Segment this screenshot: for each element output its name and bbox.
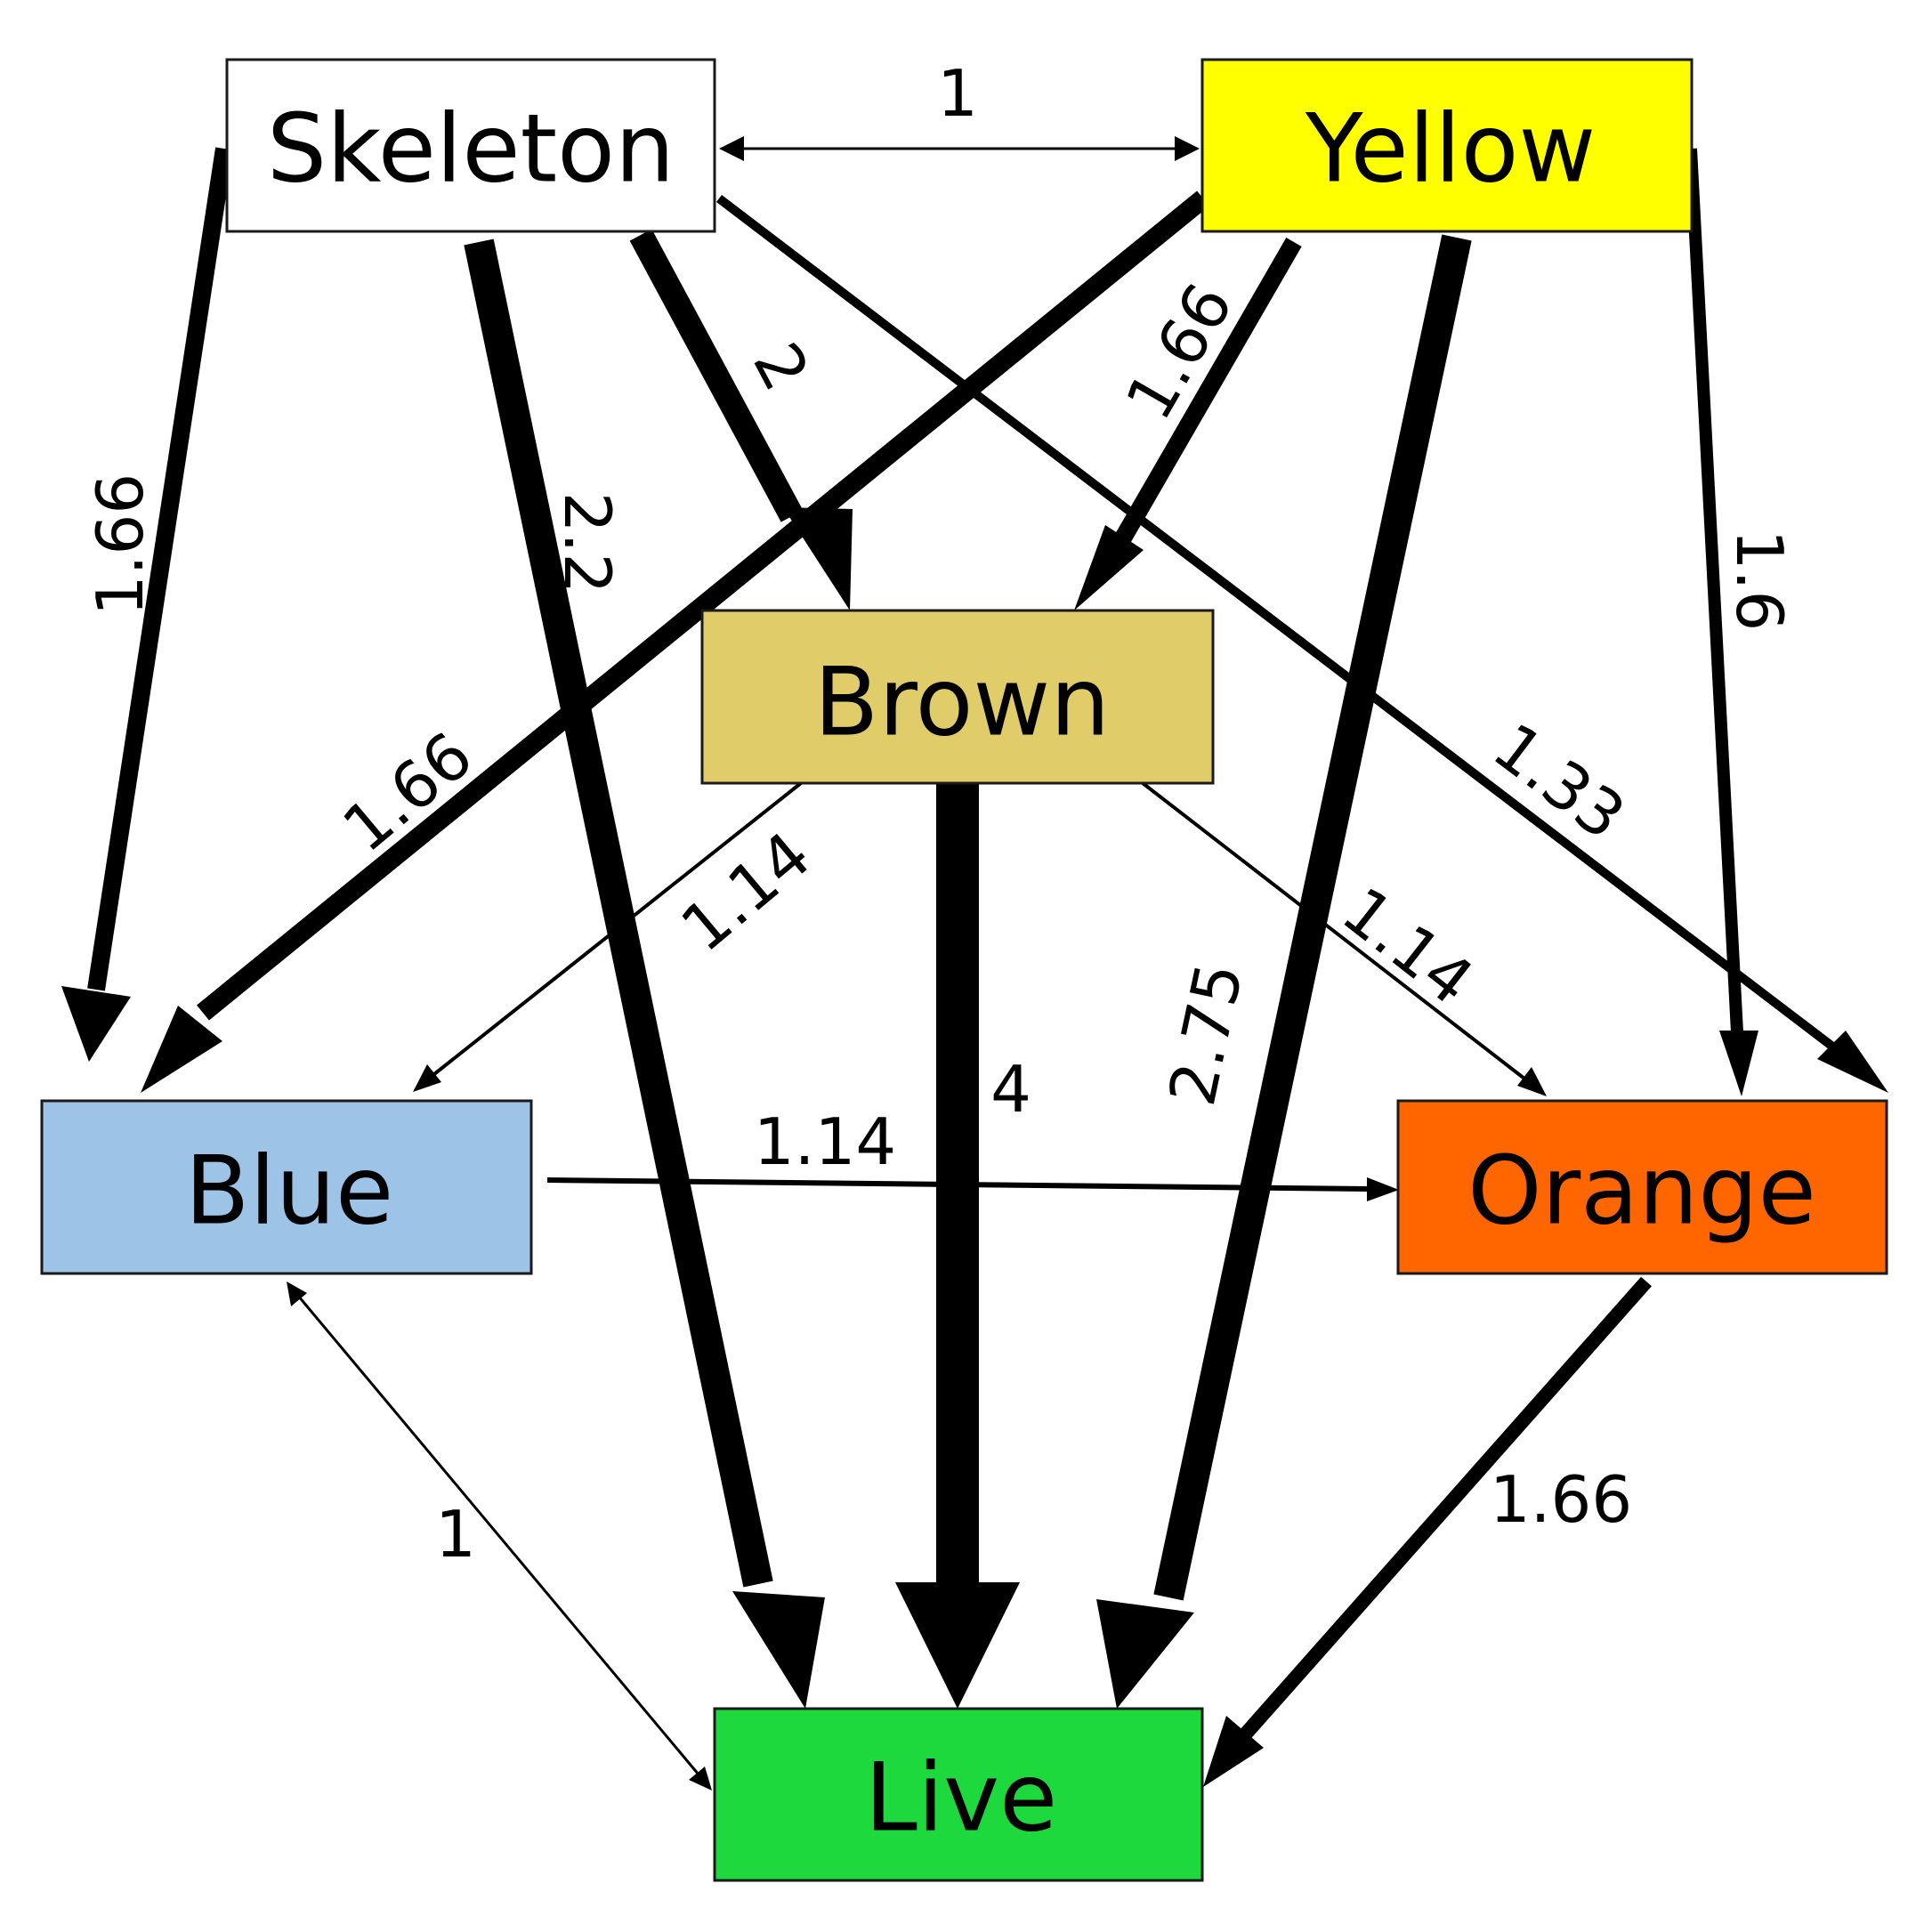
edge-brown-orange [1141,781,1547,1096]
node-yellow: Yellow [1200,58,1694,233]
edge-label-skeleton-live: 2.2 [550,492,625,594]
edge-yellow-live [1096,234,1472,1709]
node-blue: Blue [40,1099,533,1275]
edge-label-yellow-live: 2.75 [1154,957,1257,1112]
edge-brown-live [895,783,1020,1709]
edge-blue-live [287,1281,712,1791]
edge-blue-orange [546,1177,1399,1201]
node-orange-label: Orange [1467,1136,1816,1246]
node-live: Live [713,1707,1204,1882]
node-orange: Orange [1396,1099,1888,1275]
edge-label-skeleton-orange: 1.33 [1480,708,1639,854]
edge-label-brown-blue: 1.14 [667,817,825,966]
node-brown: Brown [700,609,1215,785]
edge-skeleton-blue [61,147,233,1062]
edge-label-orange-live: 1.66 [1490,1462,1632,1537]
edge-skeleton-yellow [719,136,1200,161]
edge-skeleton-brown [629,229,853,610]
edge-label-skeleton-brown: 2 [739,331,824,402]
edge-orange-live [1203,1276,1652,1787]
edge-yellow-orange [1685,148,1758,1096]
edge-skeleton-orange [715,195,1888,1093]
node-blue-label: Blue [185,1136,394,1246]
edge-skeleton-live [464,238,825,1709]
edge-label-blue-orange: 1.14 [754,1104,896,1179]
node-skeleton: Skeleton [225,58,716,233]
edge-yellow-blue [141,190,1209,1093]
edge-label-brown-orange: 1.14 [1329,873,1487,1020]
node-brown-label: Brown [814,648,1111,757]
edge-label-skeleton-blue: 1.66 [83,473,158,616]
node-yellow-label: Yellow [1305,94,1596,204]
edge-label-brown-live: 4 [990,1052,1031,1127]
edge-label-blue-live: 1 [435,1497,476,1572]
node-skeleton-label: Skeleton [267,94,675,204]
edge-label-skeleton-yellow: 1 [937,56,978,131]
edge-brown-blue [413,781,803,1092]
edge-label-yellow-orange: 1.6 [1722,530,1797,632]
node-live-label: Live [865,1743,1057,1853]
edge-yellow-brown [1074,237,1302,610]
